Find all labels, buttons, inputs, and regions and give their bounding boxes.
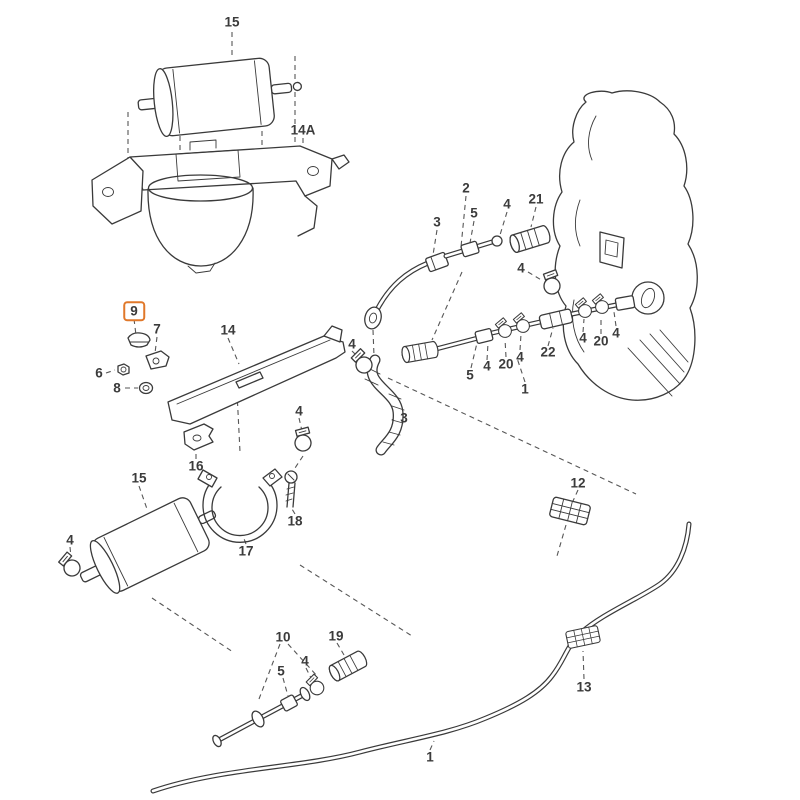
part-13-line-clip <box>564 624 602 650</box>
callout-17[interactable]: 17 <box>238 543 254 559</box>
part-14-bracket <box>167 325 346 425</box>
callout-4-filter-clamp[interactable]: 4 <box>66 532 74 548</box>
callout-5-lower[interactable]: 5 <box>277 663 285 679</box>
callout-4-upper[interactable]: 4 <box>503 196 511 212</box>
callout-13[interactable]: 13 <box>576 679 592 695</box>
callout-4-mid-clamp[interactable]: 4 <box>295 403 303 419</box>
callout-19[interactable]: 19 <box>328 628 344 644</box>
part-14A-carrier-bracket <box>91 139 350 274</box>
callout-4-pipe-a[interactable]: 4 <box>483 358 491 374</box>
callout-12[interactable]: 12 <box>570 475 586 491</box>
callout-16[interactable]: 16 <box>188 458 204 474</box>
part-2-fuel-pipe-assembly <box>364 235 503 330</box>
callout-3-upper[interactable]: 3 <box>433 214 441 230</box>
callout-9-highlighted[interactable]: 9 <box>123 301 145 321</box>
part-6-nut <box>117 363 130 376</box>
callout-4-pipe-c[interactable]: 4 <box>579 330 587 346</box>
callout-3-hose[interactable]: 3 <box>400 410 408 426</box>
part-1-fuel-line <box>150 521 692 794</box>
part-15-fuel-filter-lower <box>79 497 217 594</box>
callout-4-pipe-d[interactable]: 4 <box>612 325 620 341</box>
part-4-clamp-filter <box>55 548 83 580</box>
callout-6[interactable]: 6 <box>95 365 103 381</box>
callout-2[interactable]: 2 <box>462 180 470 196</box>
part-16-bracket <box>183 423 214 451</box>
part-7-clip <box>145 350 170 370</box>
part-8-washer <box>138 381 154 395</box>
part-4-clamp-mid <box>290 423 316 454</box>
callout-10[interactable]: 10 <box>275 629 291 645</box>
callout-22[interactable]: 22 <box>540 344 556 360</box>
callout-7[interactable]: 7 <box>153 321 161 337</box>
callout-4-pipe-b[interactable]: 4 <box>516 349 524 365</box>
part-3-hose <box>364 354 405 456</box>
callout-14A[interactable]: 14A <box>290 122 316 138</box>
callout-5-pipe[interactable]: 5 <box>466 367 474 383</box>
callout-15-top[interactable]: 15 <box>224 14 240 30</box>
part-19-sleeve <box>326 648 370 684</box>
part-1-mid-pipe-assembly <box>400 292 636 364</box>
construction-lines <box>127 56 637 653</box>
callout-21[interactable]: 21 <box>528 191 544 207</box>
part-18-bolt <box>284 470 298 508</box>
callout-1-pipe[interactable]: 1 <box>521 381 529 397</box>
part-10-pipe-assembly <box>212 686 311 748</box>
callout-8[interactable]: 8 <box>113 380 121 396</box>
part-17-strap <box>197 468 283 543</box>
callout-15-lower[interactable]: 15 <box>131 470 147 486</box>
callout-4-lower-clamp[interactable]: 4 <box>301 653 309 669</box>
callout-4-hose-clamp[interactable]: 4 <box>348 336 356 352</box>
part-9-grommet <box>127 332 151 348</box>
part-12-line-clip <box>548 496 592 526</box>
callout-18[interactable]: 18 <box>287 513 303 529</box>
callout-20-b[interactable]: 20 <box>593 333 609 349</box>
callout-14[interactable]: 14 <box>220 322 236 338</box>
car-body-section <box>552 90 698 401</box>
callout-1-line[interactable]: 1 <box>426 749 434 765</box>
part-21-sleeve <box>507 223 553 255</box>
part-4-clamp-upper <box>539 267 564 296</box>
callout-5-upper[interactable]: 5 <box>470 205 478 221</box>
callout-20-a[interactable]: 20 <box>498 356 514 372</box>
part-15-fuel-filter-top <box>137 57 302 138</box>
callout-4-upper-clamp[interactable]: 4 <box>517 260 525 276</box>
